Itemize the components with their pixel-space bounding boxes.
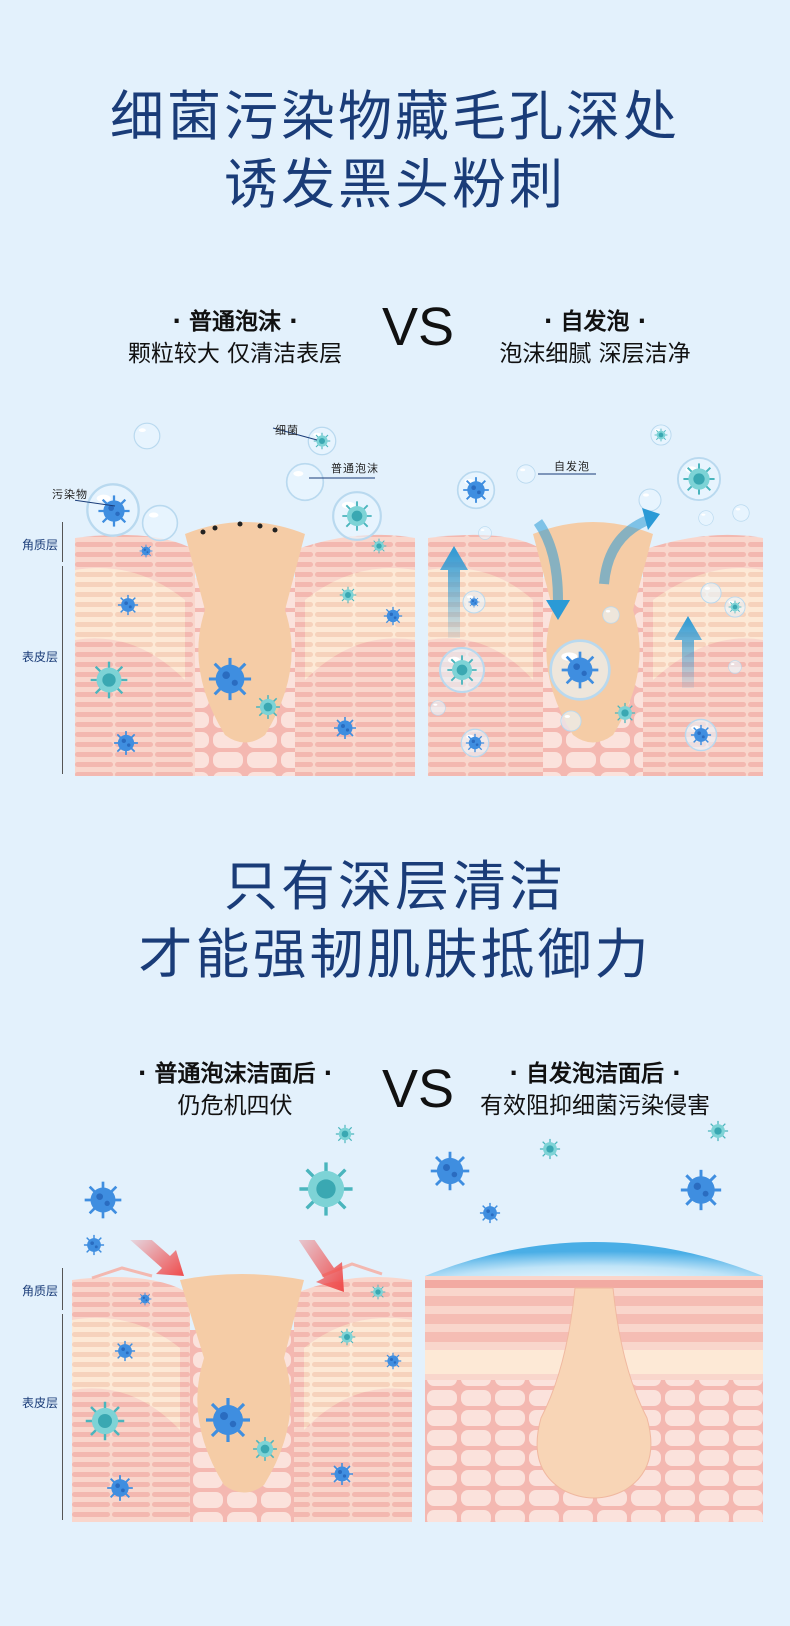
compare-right-2-title: · 自发泡洁面后 · bbox=[509, 1061, 681, 1087]
headline-2-line2: 才能强韧肌肤抵御力 bbox=[138, 923, 652, 986]
compare-left-2-desc: 仍危机四伏 bbox=[177, 1093, 293, 1119]
bracket-epidermis-2 bbox=[62, 1314, 63, 1520]
compare-right-2: · 自发泡洁面后 · 有效阻抑细菌污染侵害 bbox=[445, 1058, 745, 1122]
compare-left-2: · 普通泡沫洁面后 · 仍危机四伏 bbox=[85, 1058, 385, 1122]
compare-right-1-title: · 自发泡 · bbox=[543, 309, 647, 335]
vs-label-2: VS bbox=[381, 1059, 455, 1119]
layer-label-epidermis-1: 表皮层 bbox=[22, 650, 59, 664]
layer-label-stratum-1: 角质层 bbox=[22, 538, 59, 552]
label-bacteria: 细菌 bbox=[275, 424, 299, 437]
compare-right-2-desc: 有效阻抑细菌污染侵害 bbox=[480, 1093, 710, 1119]
compare-left-1: · 普通泡沫 · 颗粒较大 仅清洁表层 bbox=[85, 306, 385, 370]
layer-label-stratum-2: 角质层 bbox=[22, 1284, 59, 1298]
bracket-stratum-2 bbox=[62, 1268, 63, 1310]
skin-diagram-self-foam: 自发泡 bbox=[428, 410, 763, 776]
label-pollutant: 污染物 bbox=[52, 488, 88, 501]
label-self-foam: 自发泡 bbox=[554, 460, 590, 473]
headline-1-line1: 细菌污染物藏毛孔深处 bbox=[110, 85, 680, 148]
compare-left-1-desc: 颗粒较大 仅清洁表层 bbox=[127, 341, 343, 367]
vs-label-1: VS bbox=[381, 297, 455, 357]
bracket-stratum-1 bbox=[62, 522, 63, 562]
skin-diagram-after-self-foam bbox=[425, 1228, 763, 1522]
compare-right-1: · 自发泡 · 泡沫细腻 深层洁净 bbox=[445, 306, 745, 370]
skin-diagram-after-regular bbox=[72, 1240, 412, 1522]
bracket-epidermis-1 bbox=[62, 566, 63, 774]
label-regular-foam: 普通泡沫 bbox=[331, 462, 379, 475]
layer-label-epidermis-2: 表皮层 bbox=[22, 1396, 59, 1410]
headline-2-line1: 只有深层清洁 bbox=[224, 855, 566, 918]
compare-left-2-title: · 普通泡沫洁面后 · bbox=[137, 1061, 333, 1087]
compare-left-1-title: · 普通泡沫 · bbox=[172, 309, 298, 335]
compare-right-1-desc: 泡沫细腻 深层洁净 bbox=[499, 341, 691, 367]
headline-1-line2: 诱发黑头粉刺 bbox=[224, 153, 566, 216]
skin-diagram-regular-foam: 细菌 普通泡沫 bbox=[75, 410, 415, 776]
